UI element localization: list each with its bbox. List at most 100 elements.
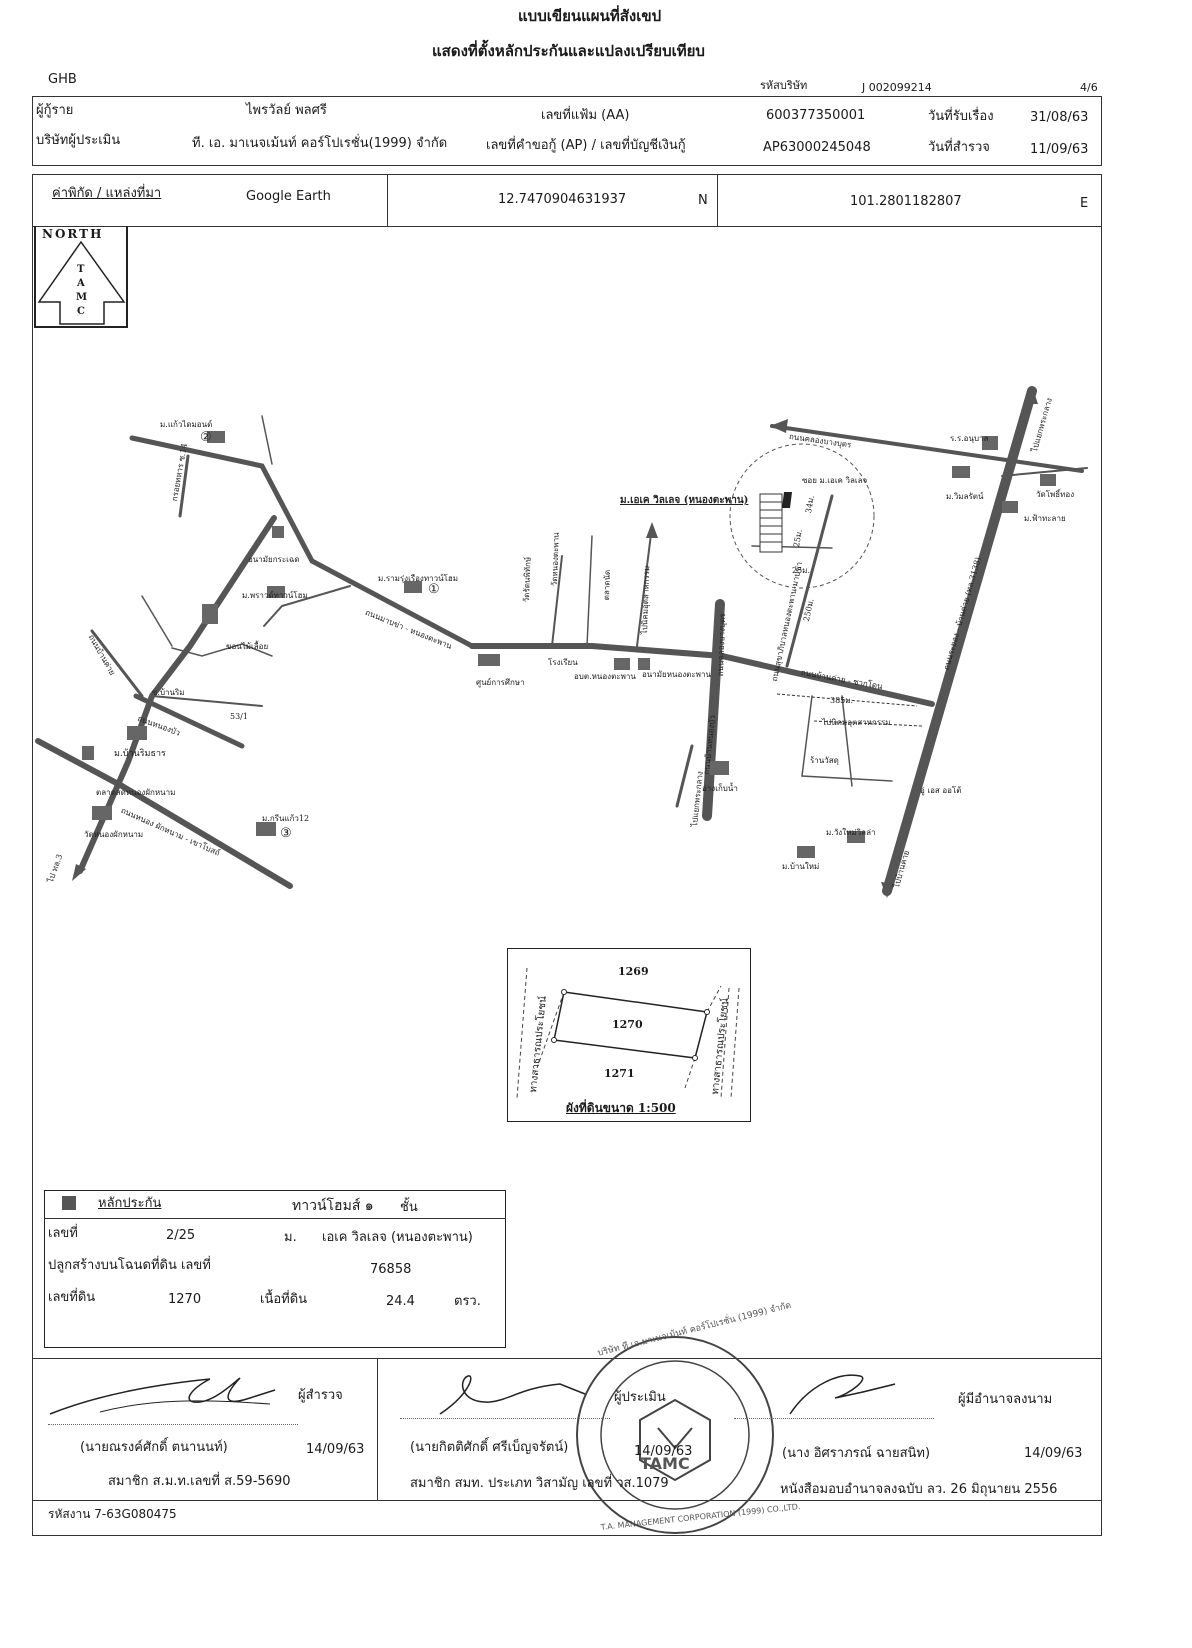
map-label-banmai: ม.บ้านใหม่ — [782, 862, 820, 871]
map-label-wimon: ม.วิมลรัตน์ — [946, 492, 984, 501]
map-label-fah: ม.ฟ้าทะลาย — [1024, 514, 1066, 523]
appraiser-signature — [439, 1375, 586, 1415]
road-south-1 — [801, 695, 893, 782]
road-highway-right — [1001, 467, 1088, 477]
building-icon — [614, 658, 630, 670]
map-label-ak-village: ม.เอเค วิลเลจ (หนองตะพาน) — [620, 495, 749, 506]
building-icon — [707, 761, 729, 775]
surveyor-role: ผู้สำรวจ — [298, 1388, 343, 1403]
road-main-east-west — [469, 643, 935, 707]
map-label-bike: ไปนิคมอุตสาหกรรม — [822, 718, 891, 727]
north-letter-c: C — [77, 306, 85, 317]
job-code: รหัสงาน 7-63G080475 — [48, 1507, 177, 1521]
building-icon — [1002, 501, 1018, 513]
file-no: 600377350001 — [766, 108, 866, 123]
surveyor-date: 14/09/63 — [306, 1442, 365, 1457]
authorized-name: (นาง อิศราภรณ์ ฉายสนิท) — [782, 1446, 931, 1461]
map-label-market2: ตลาดนัด — [601, 569, 613, 601]
location-map — [35, 386, 1088, 898]
stamp-logo: TAMC — [640, 1454, 690, 1473]
road-alley-14 — [178, 454, 190, 518]
road-small-top — [261, 415, 273, 465]
road-west-2 — [90, 629, 144, 698]
map-label-kaew-diamond: ม.แก้วไดมอนด์ — [160, 420, 213, 429]
map-label-banrim: ม.บ้านริมธาร — [114, 749, 166, 759]
plot-label-south: 1271 — [604, 1067, 635, 1080]
survey-date: 11/09/63 — [1030, 142, 1089, 157]
surveyor-member: สมาชิก ส.ม.ท.เลขที่ ส.59-5690 — [108, 1474, 291, 1489]
map-label-dist-a: 25ม. — [792, 566, 810, 575]
plot-caption: ผังที่ดินขนาด 1:500 — [566, 1101, 676, 1115]
longitude: 101.2801182807 — [850, 194, 962, 209]
map-label-bank-building: ร.ร.อนุบาล — [950, 434, 989, 443]
received-date: 31/08/63 — [1030, 110, 1089, 125]
house-no-label: เลขที่ — [48, 1226, 78, 1241]
surveyor-name: (นายณรงค์ศักดิ์ ตนานนท์) — [80, 1440, 228, 1455]
appraiser-company: ที. เอ. มาเนจเม้นท์ คอร์โปเรชั่น(1999) จ… — [192, 136, 448, 151]
authorized-signature — [789, 1374, 896, 1415]
appraiser-company-label: บริษัทผู้ประเมิน — [36, 133, 121, 148]
appraiser-role: ผู้ประเมิน — [614, 1390, 666, 1405]
map-label-53: 53/1 — [230, 712, 248, 721]
main-frame — [32, 174, 1102, 1536]
info-table — [32, 96, 1102, 166]
road-south-2 — [841, 695, 853, 787]
building-icon — [404, 581, 422, 593]
building-icon — [127, 726, 147, 740]
authorized-role: ผู้มีอำนาจลงนาม — [958, 1392, 1053, 1407]
request-no: AP63000245048 — [763, 140, 871, 155]
authorized-doc: หนังสือมอบอำนาจลงฉบับ ลว. 26 มิถุนายน 25… — [780, 1482, 1058, 1497]
map-label-ramrung: ม.รามรุ่งเรืองทาวน์โฮม — [378, 574, 459, 583]
map-label-pe: อู่ เอส ออโต้ — [920, 786, 962, 795]
applicant-name: ไพรวัลย์ พลศรี — [246, 103, 327, 118]
collateral-label: หลักประกัน — [98, 1196, 162, 1211]
map-label-soi-ban: ซ.บ้านริม — [152, 688, 185, 697]
road-side-1 — [35, 738, 293, 889]
house-no: 2/25 — [166, 1228, 196, 1243]
map-label-market: ตลาดสดหนองผักหนาม — [96, 788, 176, 797]
road-main-highway — [882, 386, 1037, 896]
north-arrow-icon — [37, 240, 126, 325]
map-label-number-3: ③ — [280, 826, 292, 841]
road-upper-left — [129, 435, 475, 649]
company-code-label: รหัสบริษัท — [760, 79, 808, 92]
map-label-wangmai: ม.วังใหม่วิลล่า — [826, 828, 876, 837]
collateral-lot-marker — [782, 492, 792, 508]
map-label-wat-nongtapan: วัดหนองตะพาน — [549, 532, 561, 587]
deed-no: 76858 — [370, 1262, 412, 1277]
collateral-type: ทาวน์โฮมส์ ๑ — [292, 1198, 374, 1214]
coordinate-source-label: ค่าพิกัด / แหล่งที่มา — [52, 186, 162, 201]
road-north-3 — [586, 535, 593, 647]
applicant-label: ผู้กู้ราย — [36, 103, 74, 118]
survey-date-label: วันที่สำรวจ — [928, 140, 990, 155]
road-branch-soi — [133, 693, 245, 749]
north-letter-a: A — [77, 278, 85, 289]
appraiser-name: (นายกิตติศักดิ์ ศรีเบ็ญจรัตน์) — [410, 1440, 569, 1455]
plot-label-center: 1270 — [612, 1018, 643, 1031]
map-label-number-2: ② — [200, 430, 212, 445]
ak-village-highlight-circle — [729, 443, 875, 589]
deed-label: ปลูกสร้างบนโฉนดที่ดิน เลขที่ — [48, 1258, 211, 1273]
document-title-line2: แสดงที่ตั้งหลักประกันและแปลงเปรียบเทียบ — [432, 42, 705, 60]
building-icon — [952, 466, 970, 478]
map-label-shop: ร้านวัสดุ — [810, 756, 839, 765]
map-label-number-1: ① — [428, 582, 440, 597]
north-arrow: NORTH T A M C — [34, 226, 128, 328]
plot-diagram — [507, 948, 751, 1122]
building-icon — [272, 526, 284, 538]
road-khlong-left — [675, 744, 694, 808]
map-label-dist-e: 385ม. — [830, 696, 854, 705]
building-icon — [478, 654, 500, 666]
map-label-road-khlong: ถนนคลองบางบุตร — [715, 613, 728, 677]
land-no: 1270 — [168, 1292, 202, 1307]
village-name: เอเค วิลเลจ (หนองตะพาน) — [322, 1230, 473, 1245]
map-label-wat-nongphak: วัดหนองผักหนาม — [84, 830, 144, 839]
map-label-ak-gate: ซอย ม.เอเค วิลเลจ — [802, 476, 868, 485]
road-branch-ramrung — [263, 585, 351, 627]
road-upper-right — [770, 424, 1084, 473]
map-label-sub-district: อบต.หนองตะพาน — [574, 672, 636, 681]
document-title-line1: แบบเขียนแผนที่สังเขป — [518, 7, 662, 25]
surveyor-signature — [49, 1377, 276, 1415]
collateral-box — [44, 1190, 506, 1348]
land-area: 24.4 — [386, 1294, 415, 1309]
